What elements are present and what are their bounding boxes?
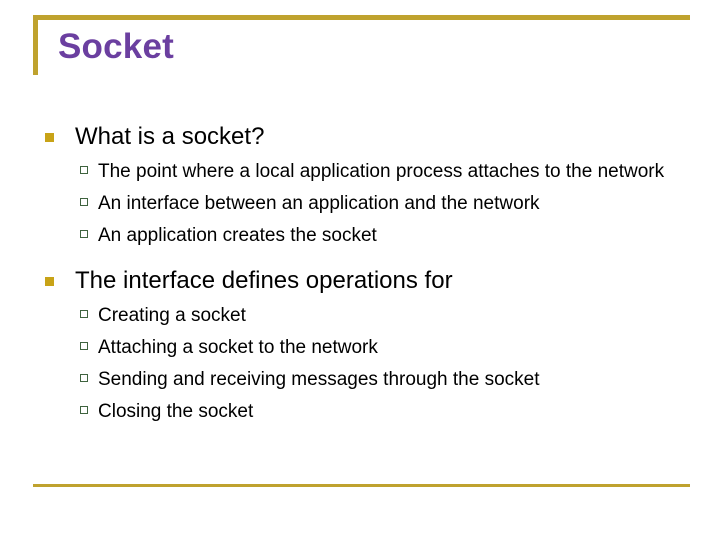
sub-bullet-item: An application creates the socket (0, 223, 720, 248)
bullet-group: The interface defines operations for Cre… (0, 266, 720, 424)
main-bullet-label: What is a socket? (75, 123, 265, 150)
sub-bullet-label: The point where a local application proc… (98, 161, 665, 182)
top-accent-rule (33, 15, 690, 20)
sub-bullet-list: The point where a local application proc… (0, 159, 720, 248)
main-bullet-label: The interface defines operations for (75, 267, 453, 294)
sub-bullet-item: An interface between an application and … (0, 191, 720, 216)
hollow-square-bullet-icon (80, 342, 88, 350)
sub-bullet-item: Sending and receiving messages through t… (0, 367, 720, 392)
bottom-accent-rule (33, 484, 690, 487)
filled-square-bullet-icon (45, 277, 54, 286)
slide-title: Socket (58, 27, 174, 66)
sub-bullet-label: Sending and receiving messages through t… (98, 369, 540, 390)
hollow-square-bullet-icon (80, 374, 88, 382)
slide-body: What is a socket? The point where a loca… (0, 122, 720, 431)
main-bullet-item: What is a socket? (0, 122, 720, 152)
main-bullet-item: The interface defines operations for (0, 266, 720, 296)
sub-bullet-item: Closing the socket (0, 399, 720, 424)
hollow-square-bullet-icon (80, 406, 88, 414)
sub-bullet-item: The point where a local application proc… (0, 159, 702, 184)
sub-bullet-label: Closing the socket (98, 401, 254, 422)
sub-bullet-label: Attaching a socket to the network (98, 337, 378, 358)
sub-bullet-label: An interface between an application and … (98, 193, 540, 214)
sub-bullet-label: Creating a socket (98, 305, 246, 326)
bullet-group: What is a socket? The point where a loca… (0, 122, 720, 248)
sub-bullet-item: Creating a socket (0, 303, 720, 328)
filled-square-bullet-icon (45, 133, 54, 142)
sub-bullet-label: An application creates the socket (98, 225, 377, 246)
sub-bullet-list: Creating a socket Attaching a socket to … (0, 303, 720, 424)
hollow-square-bullet-icon (80, 166, 88, 174)
sub-bullet-item: Attaching a socket to the network (0, 335, 720, 360)
hollow-square-bullet-icon (80, 198, 88, 206)
hollow-square-bullet-icon (80, 310, 88, 318)
hollow-square-bullet-icon (80, 230, 88, 238)
left-accent-rule (33, 15, 38, 75)
